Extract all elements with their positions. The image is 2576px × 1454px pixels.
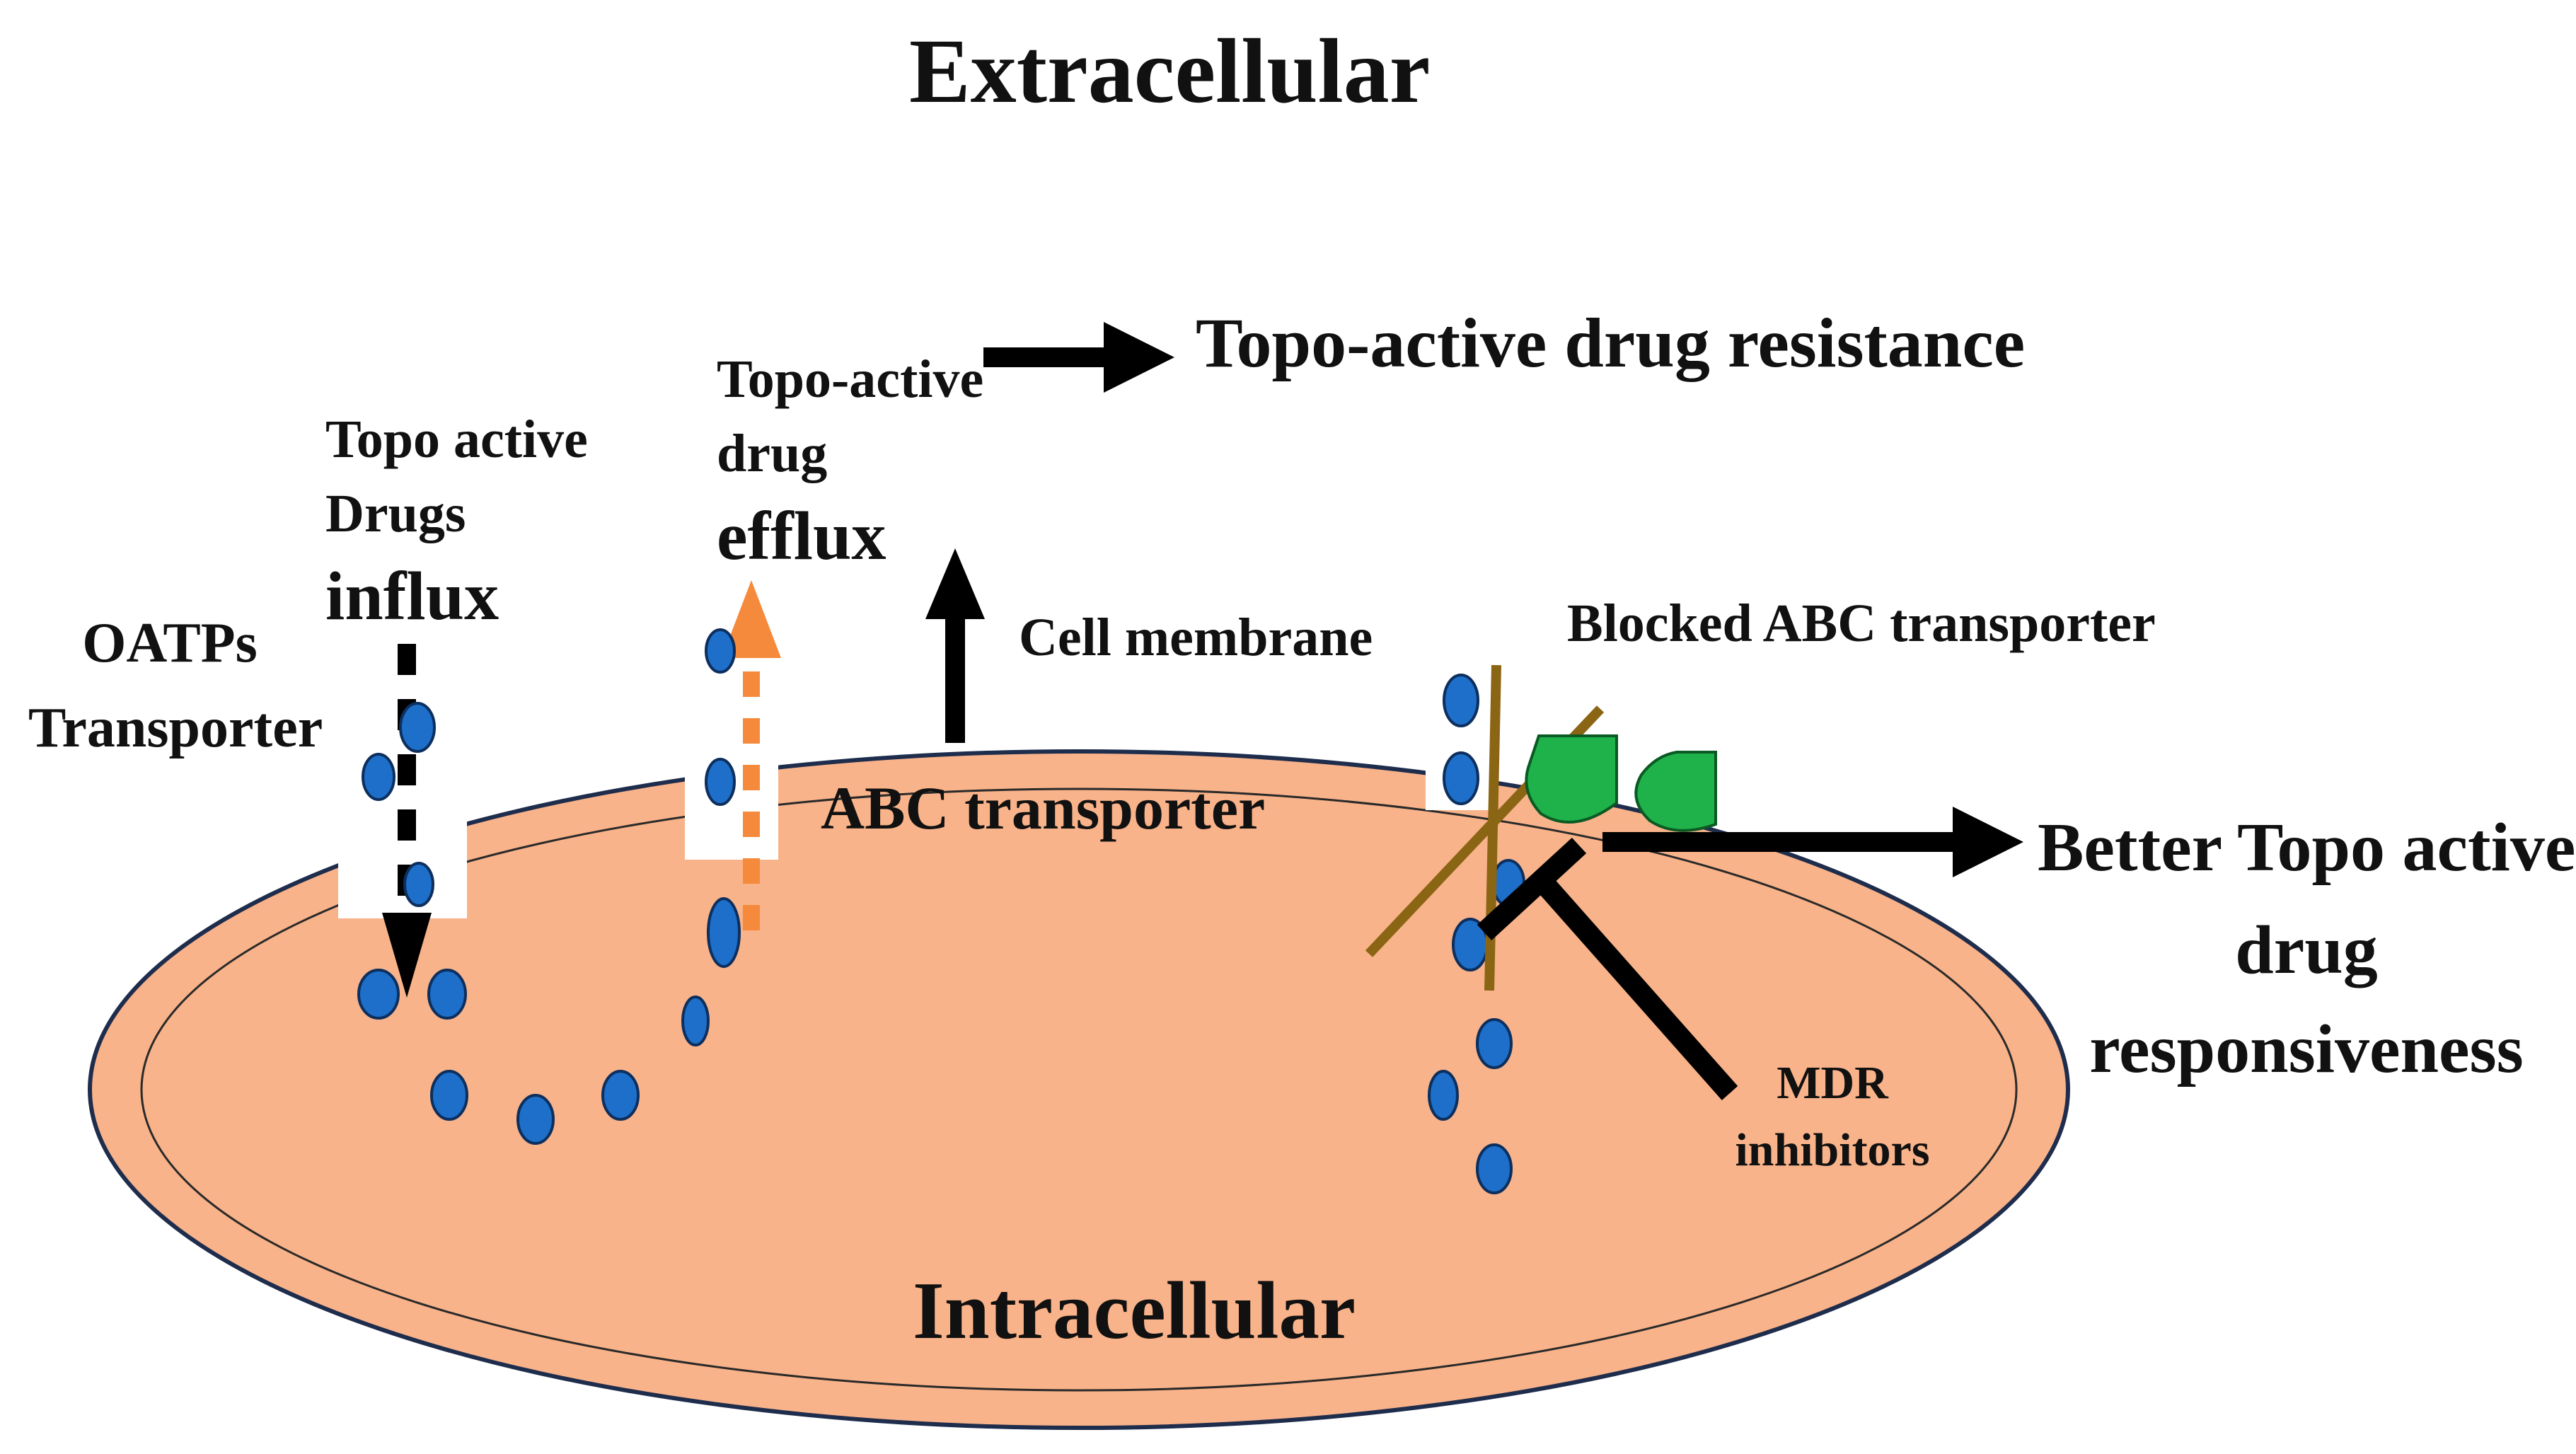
drug-molecule bbox=[705, 628, 736, 674]
cell-membrane-arrowhead bbox=[925, 548, 985, 619]
drug-molecule bbox=[357, 969, 400, 1020]
better-responsiveness-line2: drug bbox=[2235, 912, 2378, 988]
efflux-arrowhead bbox=[722, 580, 781, 658]
drug-molecule bbox=[1476, 1018, 1513, 1069]
resistance-arrowhead bbox=[1104, 322, 1174, 393]
efflux-label-line3: efflux bbox=[717, 498, 886, 575]
inhibitor-shape bbox=[1634, 751, 1717, 832]
extracellular-label: Extracellular bbox=[909, 21, 1431, 122]
drug-molecules bbox=[357, 628, 1525, 1194]
drug-molecule bbox=[1428, 1070, 1459, 1121]
drug-molecule bbox=[601, 1070, 640, 1121]
better-responsiveness-line1: Better Topo active bbox=[2038, 809, 2576, 886]
oatps-label-line2: Transporter bbox=[28, 697, 323, 759]
drug-molecule bbox=[681, 996, 710, 1046]
better-responsiveness-line3: responsiveness bbox=[2089, 1011, 2524, 1087]
cell-membrane-label: Cell membrane bbox=[1019, 608, 1373, 667]
blocked-abc-transporter-label: Blocked ABC transporter bbox=[1567, 594, 2156, 653]
drug-molecule bbox=[403, 862, 434, 907]
drug-molecule bbox=[516, 1094, 555, 1145]
drug-molecule bbox=[1443, 751, 1479, 805]
drug-molecule bbox=[1443, 674, 1479, 727]
oatp-transporter-channel bbox=[338, 773, 467, 918]
oatps-label-line1: OATPs bbox=[82, 612, 258, 674]
responsiveness-arrowhead bbox=[1953, 807, 2023, 877]
efflux-label-line2: drug bbox=[717, 424, 828, 483]
influx-arrowhead bbox=[382, 913, 432, 998]
drug-molecule bbox=[362, 753, 395, 801]
mdr-inhibitors-label-line2: inhibitors bbox=[1735, 1124, 1930, 1176]
efflux-label-line1: Topo-active bbox=[717, 350, 984, 409]
mdr-inhibitor-stem bbox=[1530, 870, 1738, 1100]
inhibitor-shape bbox=[1525, 734, 1618, 824]
mdr-inhibitors-label-line1: MDR bbox=[1777, 1057, 1888, 1109]
drug-molecule bbox=[399, 702, 436, 753]
mdr-inhibitor-bar bbox=[1477, 837, 1587, 941]
influx-label-line1: Topo active bbox=[325, 410, 588, 469]
drug-molecule bbox=[705, 758, 736, 806]
influx-label-line3: influx bbox=[325, 558, 499, 635]
cell-membrane-inner bbox=[140, 787, 2018, 1392]
abc-transporter-label: ABC transporter bbox=[821, 774, 1266, 842]
influx-label-line2: Drugs bbox=[325, 484, 466, 543]
intracellular-label: Intracellular bbox=[913, 1266, 1356, 1356]
drug-molecule bbox=[430, 1070, 468, 1121]
drug-molecule bbox=[707, 897, 741, 968]
drug-molecule bbox=[427, 969, 467, 1020]
drug-molecule bbox=[1476, 1143, 1513, 1194]
resistance-label: Topo-active drug resistance bbox=[1196, 304, 2026, 382]
